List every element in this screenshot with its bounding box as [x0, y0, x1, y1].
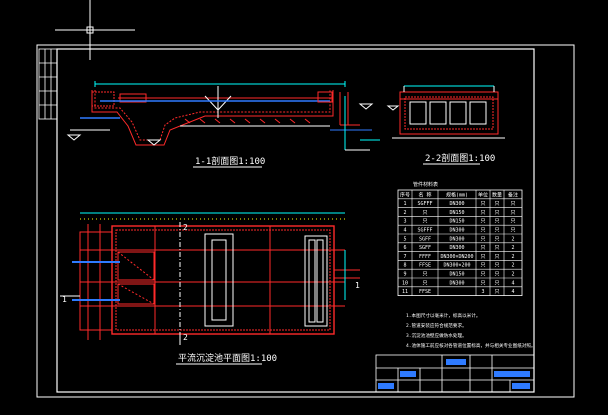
table-header-cell: 序号 [400, 191, 410, 198]
table-header-cell: 数量 [492, 191, 502, 198]
table-row-cell: 10 [402, 280, 408, 286]
table-row-cell: 只 [480, 201, 485, 207]
note-line: 4.池体施工前应核对各管道位置标高，并与相关专业图纸对照。 [406, 342, 536, 349]
table-row-cell: 只 [422, 272, 427, 278]
table-row-cell: 只 [480, 245, 485, 251]
table-row-cell: 4 [403, 228, 406, 234]
table-row-cell: 只 [422, 219, 427, 225]
table-row-cell: 只 [510, 210, 515, 216]
table-row-cell: DN300×200 [443, 263, 470, 269]
section-marker-bottom: 2 [183, 333, 188, 342]
table-row-cell: 只 [480, 210, 485, 216]
table-row-cell: 只 [494, 236, 499, 242]
section-2-2-title: 2-2剖面图1:100 [425, 152, 495, 164]
crosshair-cursor-icon [55, 0, 135, 60]
table-row-cell: SGFFF [417, 228, 432, 234]
table-row-cell: 1 [403, 201, 406, 207]
section-1-1-drawing [66, 81, 380, 151]
table-row-cell: DN300×DN200 [440, 254, 473, 260]
table-row-cell: 只 [494, 254, 499, 260]
table-row-cell: SGFF [419, 245, 431, 251]
plan-view-title: 平流沉淀池平面图1:100 [178, 352, 277, 364]
table-row-cell: 只 [480, 280, 485, 286]
sheet-frame [36, 44, 575, 398]
note-line: 1.本图尺寸以毫米计，标高以米计。 [406, 312, 480, 319]
table-row-cell: 7 [403, 254, 406, 260]
table-row-cell: 只 [494, 228, 499, 234]
section-1-1-title: 1-1剖面图1:100 [195, 155, 265, 167]
table-header-cell: 备注 [508, 191, 518, 198]
table-row-cell: 只 [494, 280, 499, 286]
table-row-cell: 只 [480, 219, 485, 225]
table-row-cell: DN300 [449, 245, 464, 251]
material-table-title: 管件材料表 [413, 181, 438, 188]
table-row-cell: 3 [481, 289, 484, 295]
title-block [375, 354, 535, 393]
note-line: 2.管道安装应符合规范要求。 [406, 322, 467, 329]
table-row-cell: DN150 [449, 272, 464, 278]
table-row-cell: 5 [403, 236, 406, 242]
section-marker-right: 1 [355, 281, 360, 290]
table-row-cell: 只 [480, 263, 485, 269]
table-row-cell: DN150 [449, 210, 464, 216]
note-line: 3.沉淀池池壁应做防水处理。 [406, 332, 467, 339]
table-row-cell: DN300 [449, 201, 464, 207]
table-row-cell: 只 [510, 228, 515, 234]
table-row-cell: 只 [422, 280, 427, 286]
table-row-cell: DN150 [449, 219, 464, 225]
table-row-cell: 2 [511, 272, 514, 278]
table-header-cell: 名 称 [418, 191, 431, 198]
table-row-cell: 只 [510, 219, 515, 225]
table-row-cell: FFFF [419, 254, 431, 260]
table-row-cell: 只 [494, 219, 499, 225]
table-row-cell: 3 [403, 219, 406, 225]
table-row-cell: 只 [494, 201, 499, 207]
table-row-cell: FFSE [419, 289, 431, 295]
section-marker-top: 2 [183, 223, 188, 232]
table-row-cell: 只 [480, 254, 485, 260]
table-row-cell: 只 [494, 245, 499, 251]
table-header-cell: 单位 [478, 191, 488, 198]
table-row-cell: 只 [494, 289, 499, 295]
table-row-cell: 2 [511, 245, 514, 251]
plan-view-drawing [60, 212, 360, 345]
table-row-cell: FFSE [419, 263, 431, 269]
table-row-cell: DN300 [449, 236, 464, 242]
table-row-cell: 只 [480, 228, 485, 234]
table-row-cell: 8 [403, 263, 406, 269]
table-row-cell: SGFF [419, 236, 431, 242]
table-row-cell: 只 [494, 210, 499, 216]
table-row-cell: 只 [480, 272, 485, 278]
binding-margin-strip [38, 48, 58, 120]
table-row-cell: 只 [494, 272, 499, 278]
table-row-cell: 2 [511, 254, 514, 260]
table-row-cell: 只 [494, 263, 499, 269]
design-notes: 1.本图尺寸以毫米计，标高以米计。 2.管道安装应符合规范要求。 3.沉淀池池壁应做… [406, 312, 536, 349]
table-row-cell: 只 [480, 236, 485, 242]
table-row-cell: 9 [403, 272, 406, 278]
table-row-cell: 2 [403, 210, 406, 216]
section-2-2-drawing [386, 85, 505, 139]
section-marker-left: 1 [62, 295, 67, 304]
table-header-cell: 规格(mm) [446, 191, 468, 198]
table-row-cell: 只 [510, 201, 515, 207]
table-row-cell: 11 [402, 289, 408, 295]
table-row-cell: 2 [511, 263, 514, 269]
table-row-cell: 只 [422, 210, 427, 216]
table-row-cell: DN300 [449, 280, 464, 286]
table-row-cell: SGFFF [417, 201, 432, 207]
table-row-cell: 2 [511, 236, 514, 242]
table-row-cell: 4 [511, 280, 514, 286]
table-row-cell: 4 [511, 289, 514, 295]
table-row-cell: 6 [403, 245, 406, 251]
table-row-cell: DN300 [449, 228, 464, 234]
